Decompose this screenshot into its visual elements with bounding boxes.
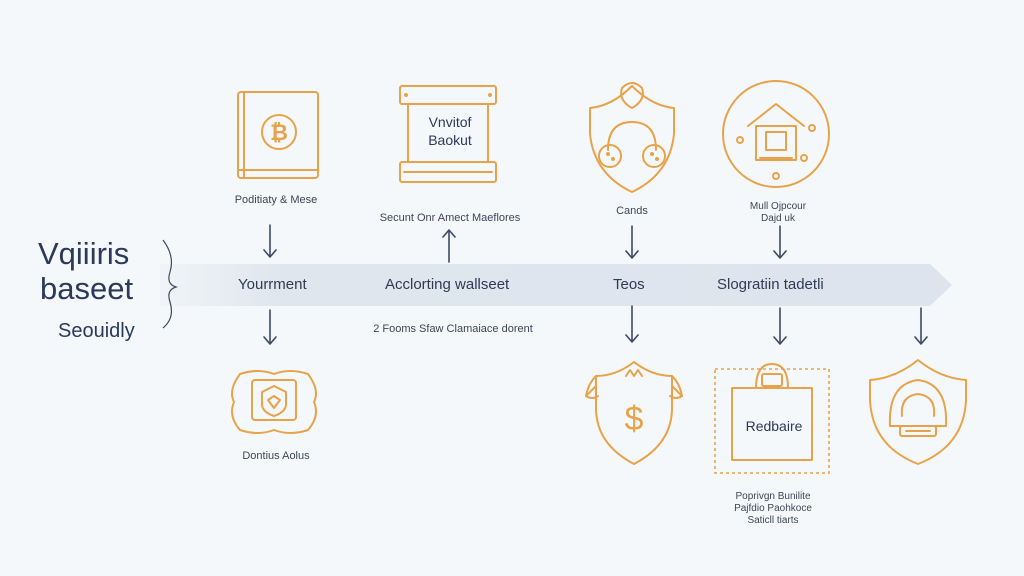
diagram-subtitle: Seouidly [58,320,135,342]
arrow-down-7 [773,307,787,345]
bag-label: Redbaire [745,418,803,434]
stage-label-1: Yourrment [238,276,307,293]
arrow-down-1 [263,224,277,258]
mid-note: 2 Fooms Sfaw Clamaiace dorent [373,323,533,335]
caption-bottom-3-line1: Poprivgn Bunilite [735,491,811,502]
svg-text:₿: ₿ [270,120,288,145]
arrow-up-2 [442,229,456,263]
stage-label-3: Teos [613,276,645,293]
signboard-icon [399,85,497,183]
caption-bottom-3-line2: Pajfdio Paohkoce [734,503,812,514]
diagram-title-line1: Vqiiiris [38,236,130,271]
arrow-down-5 [263,309,277,345]
diagram-title-line2: baseet [40,271,134,306]
caption-top-4-line1: Mull Ojpcour [749,201,807,212]
bag-icon [714,363,830,474]
sign-text-line1: Vnvitof [428,114,472,130]
caption-bottom-1: Dontius Aolus [242,450,310,462]
helmet-shield-icon [869,359,967,465]
arrow-down-3 [625,225,639,259]
caption-top-4-line2: Dajd uk [761,213,795,224]
caption-top-3: Cands [616,205,648,217]
caption-bottom-3-line3: Saticll tiarts [747,515,799,526]
house-circle-icon [722,80,830,188]
stage-label-2: Acclorting wallseet [385,276,510,293]
badge-frame-icon [231,370,317,434]
svg-text:$: $ [625,400,644,438]
dollar-shield-icon: $ [585,361,683,465]
arrow-down-4 [773,225,787,259]
arrow-down-6 [625,305,639,343]
sign-text-line2: Baokut [428,132,472,148]
shield-headphones-icon [589,82,675,193]
caption-top-2: Secunt Onr Amect Maeflores [379,212,521,224]
stage-label-4: Slogratiin tadetli [717,276,824,293]
caption-top-1: Poditiaty & Mese [234,194,318,206]
bitcoin-book-icon: ₿ [237,91,319,179]
arrow-down-8 [914,307,928,345]
